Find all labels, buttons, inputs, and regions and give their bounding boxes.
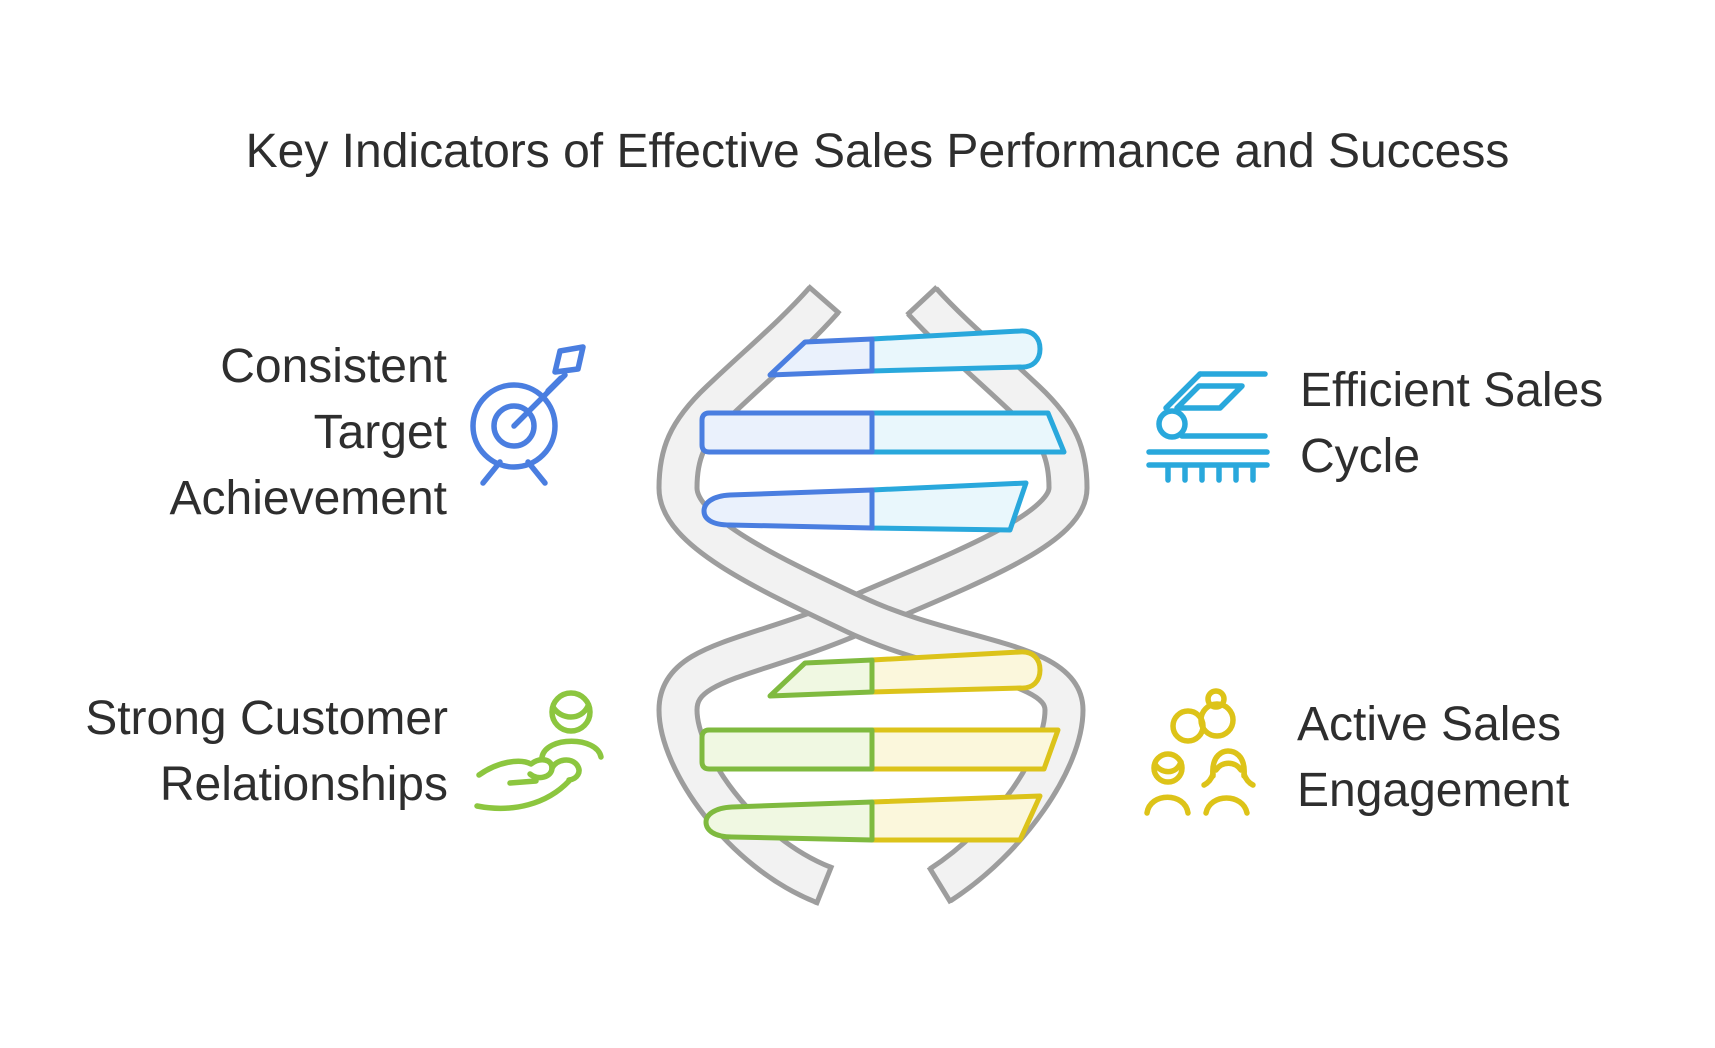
helix-strand-right	[656, 286, 1090, 906]
label-line: Achievement	[169, 472, 447, 525]
label-line: Strong Customer	[85, 692, 448, 745]
label-efficient-sales-cycle: Efficient Sales Cycle	[1300, 358, 1700, 490]
bullet-train-icon	[1146, 371, 1270, 483]
page-title: Key Indicators of Effective Sales Perfor…	[245, 125, 1510, 178]
dna-helix	[656, 284, 1090, 906]
helix-strand-left	[656, 285, 1086, 904]
label-consistent-target-achievement: Consistent Target Achievement	[47, 334, 447, 532]
engagement-people-icon	[1144, 688, 1256, 816]
helix-rung-top-2	[699, 410, 1067, 455]
helix-rung-top-1	[767, 328, 1043, 378]
helix-rung-top-3	[701, 480, 1029, 533]
label-line: Engagement	[1297, 764, 1570, 817]
label-active-sales-engagement: Active Sales Engagement	[1297, 692, 1707, 824]
label-line: Relationships	[159, 758, 448, 811]
hand-person-icon	[474, 690, 604, 811]
label-strong-customer-relationships: Strong Customer Relationships	[40, 686, 448, 818]
helix-rung-bottom-3	[703, 793, 1043, 843]
target-arrow-icon	[470, 344, 586, 486]
helix-strand-ends	[806, 284, 954, 906]
helix-rung-bottom-2	[699, 727, 1061, 772]
label-line: Consistent	[220, 340, 447, 393]
label-line: Efficient Sales	[1300, 364, 1604, 417]
label-line: Cycle	[1300, 430, 1421, 483]
label-line: Active Sales	[1297, 698, 1562, 751]
helix-rung-bottom-1	[767, 649, 1043, 699]
label-line: Target	[313, 406, 447, 459]
